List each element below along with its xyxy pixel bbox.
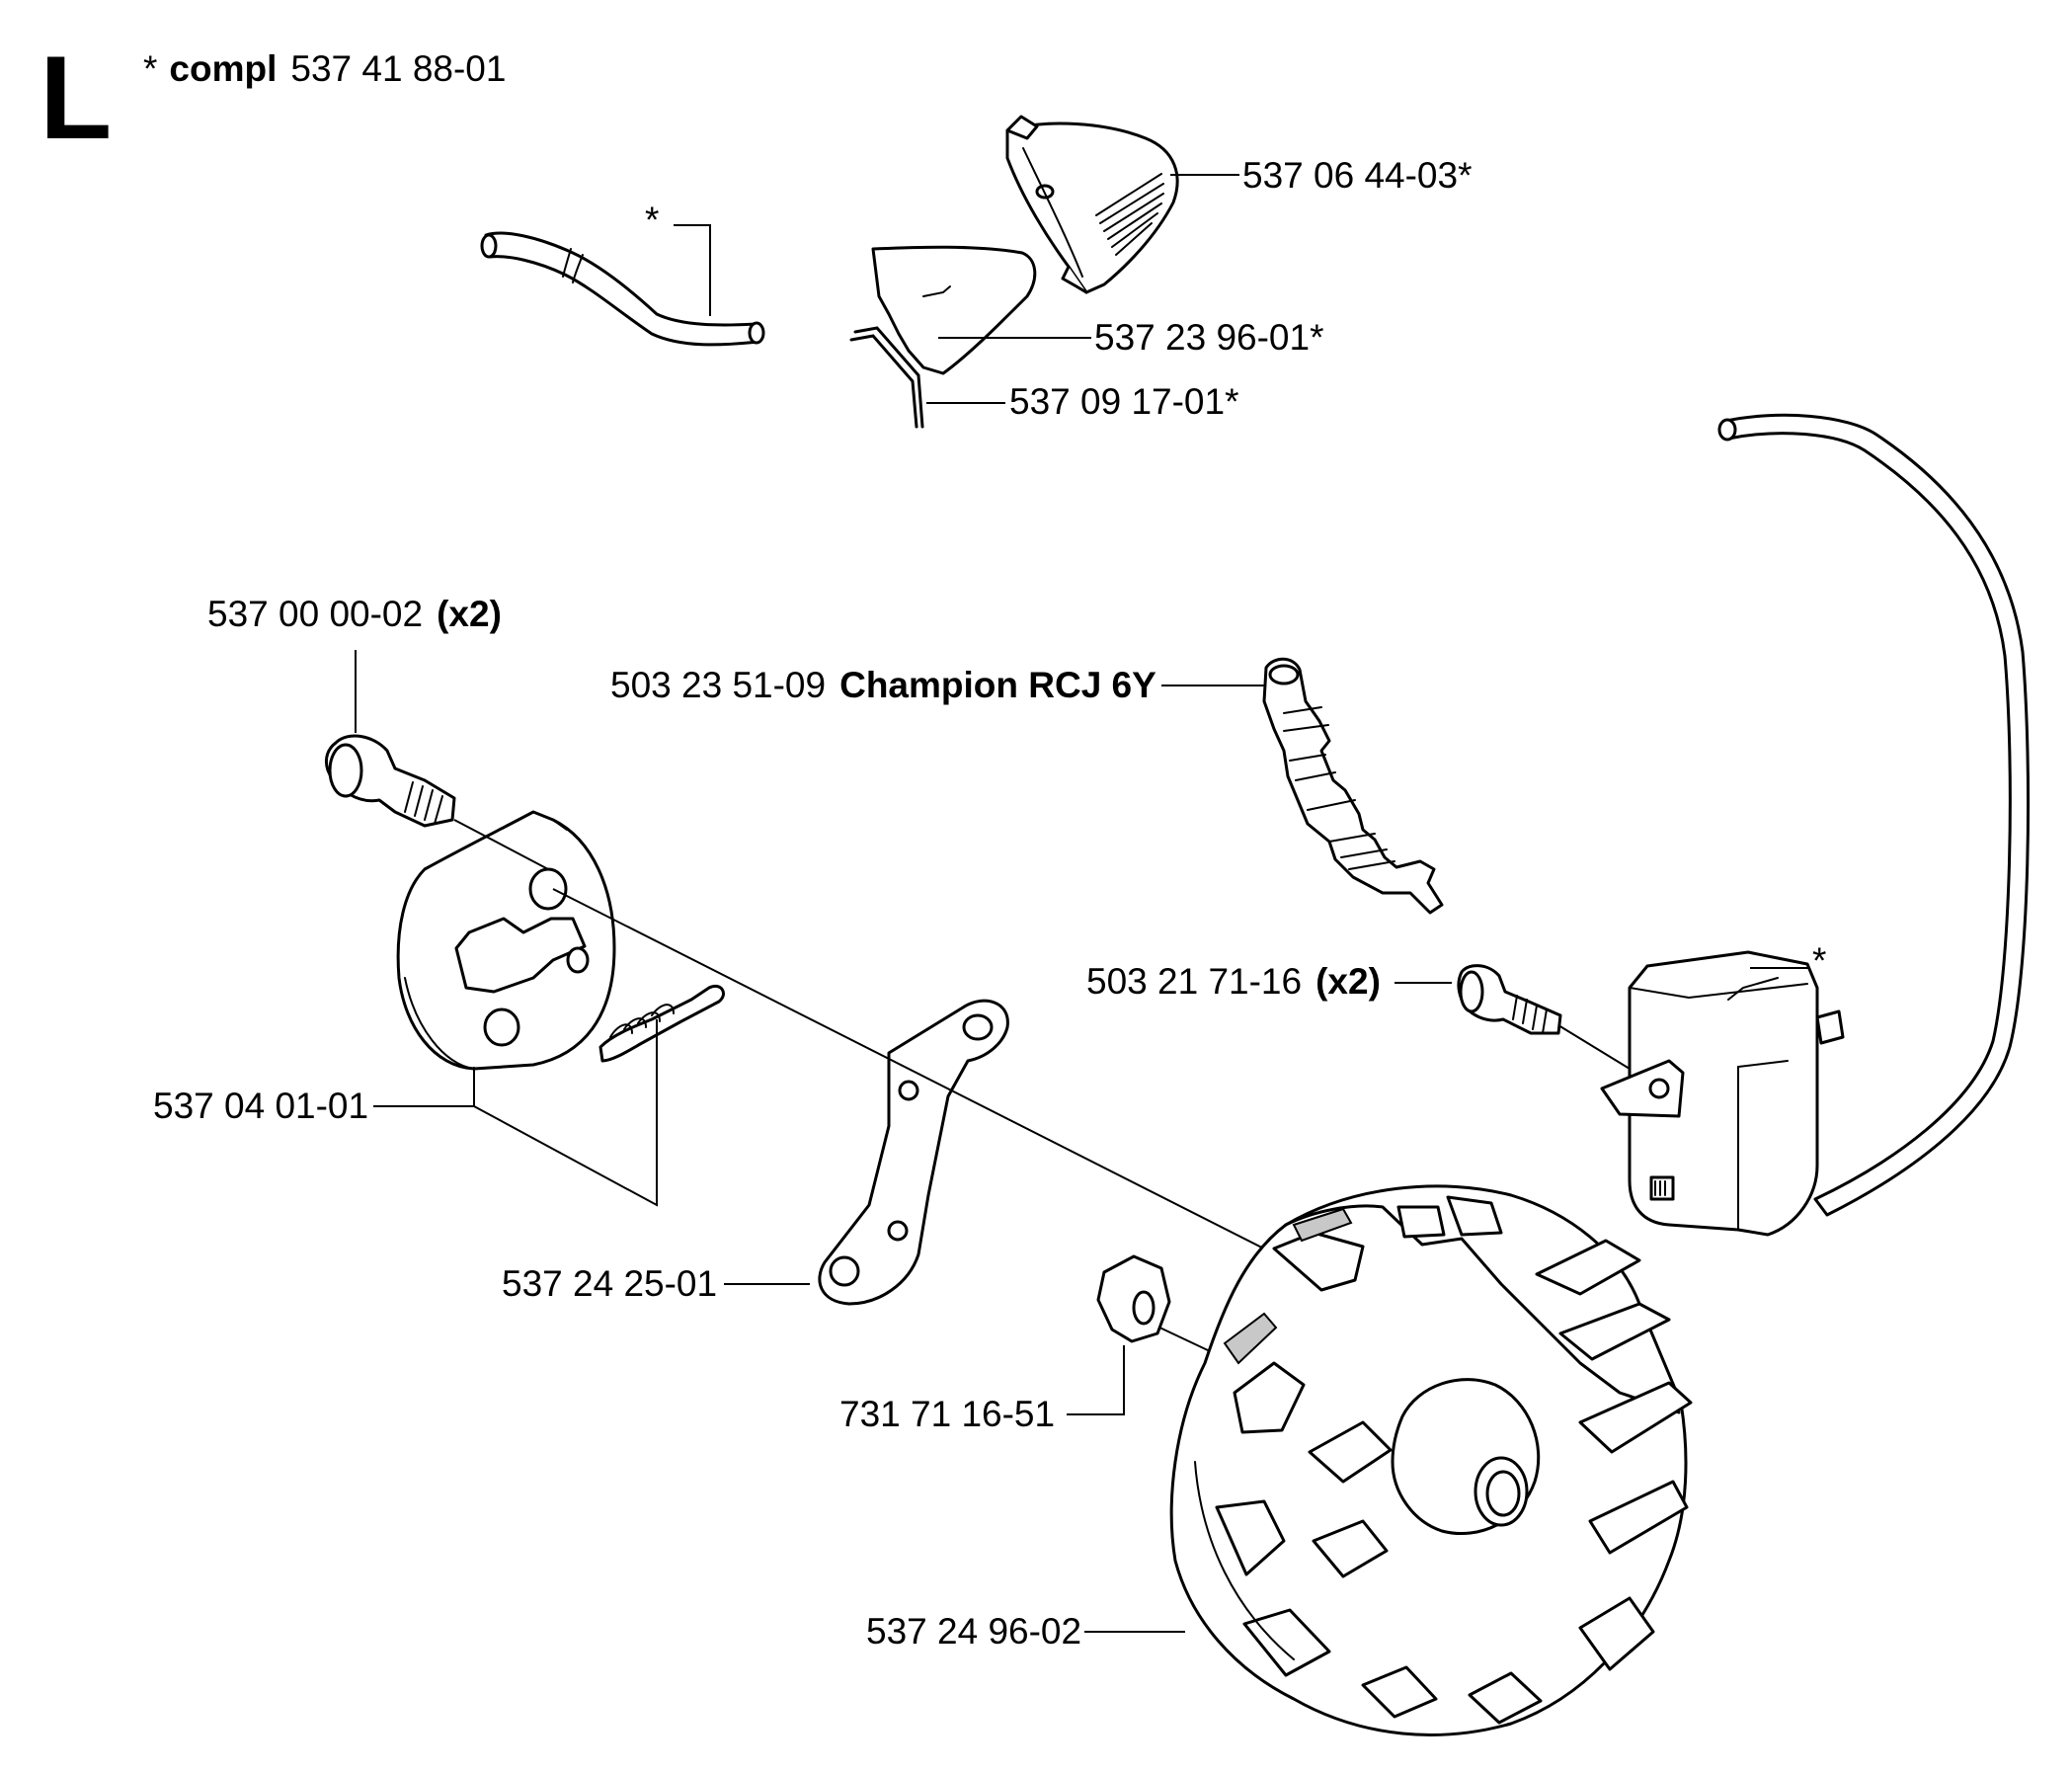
shoulder-screw-label: 537 00 00-02 (x2) [207,594,502,634]
clutch-shoe-number: 537 04 01-01 [153,1086,368,1126]
shoulder-screw-axis [453,819,549,870]
spring-drawing [598,985,725,1063]
spark-plug-drawing [1262,657,1444,915]
spark-plug-name: Champion RCJ 6Y [839,665,1156,705]
shoulder-screw-drawing [324,734,456,828]
flywheel-number: 537 24 96-02 [866,1611,1081,1652]
cover-clip-drawing [1005,115,1179,294]
spark-plug-label: 503 23 51-09 Champion RCJ 6Y [610,665,1156,705]
nut-number: 731 71 16-51 [839,1394,1055,1434]
wire-pin-number: 537 09 17-01* [1009,381,1238,422]
spark-plug-number: 503 23 51-09 [610,665,826,705]
ignition-module-drawing [1600,950,1845,1237]
module-screw-drawing [1457,964,1562,1035]
clutch-shoe-drawing [396,810,616,1071]
shoulder-screw-qty: (x2) [437,594,502,634]
cover-clip-number: 537 06 44-03* [1242,155,1472,196]
short-tube-drawing [480,231,765,347]
compl-star: * [143,48,157,89]
compl-word: compl [169,48,277,89]
baffle-plate-number: 537 23 96-01* [1094,317,1323,358]
short-tube-marker: * [645,200,659,240]
short-tube-leader [674,224,711,316]
shoulder-screw-number: 537 00 00-02 [207,594,423,634]
section-letter: L [40,32,112,164]
module-screw-label: 503 21 71-16 (x2) [1086,961,1381,1002]
ignition-cable-drawing [1717,413,2031,1217]
module-screw-axis [1557,1024,1631,1070]
compl-number: 537 41 88-01 [290,48,506,89]
nut-leader [1067,1345,1125,1415]
nut-drawing [1096,1254,1171,1343]
baffle-plate-drawing [871,245,1037,375]
spring-leader [473,1019,658,1207]
module-screw-number: 503 21 71-16 [1086,961,1302,1002]
clutch-plate-drawing [818,999,1009,1306]
compl-note: * compl 537 41 88-01 [143,48,506,89]
wire-pin-drawing [849,326,924,429]
clutch-shoe-leader [373,1067,475,1107]
module-screw-qty: (x2) [1315,961,1381,1002]
ignition-module-marker: * [1812,940,1826,981]
flywheel-drawing [1169,1184,1693,1736]
clutch-plate-number: 537 24 25-01 [502,1263,717,1304]
